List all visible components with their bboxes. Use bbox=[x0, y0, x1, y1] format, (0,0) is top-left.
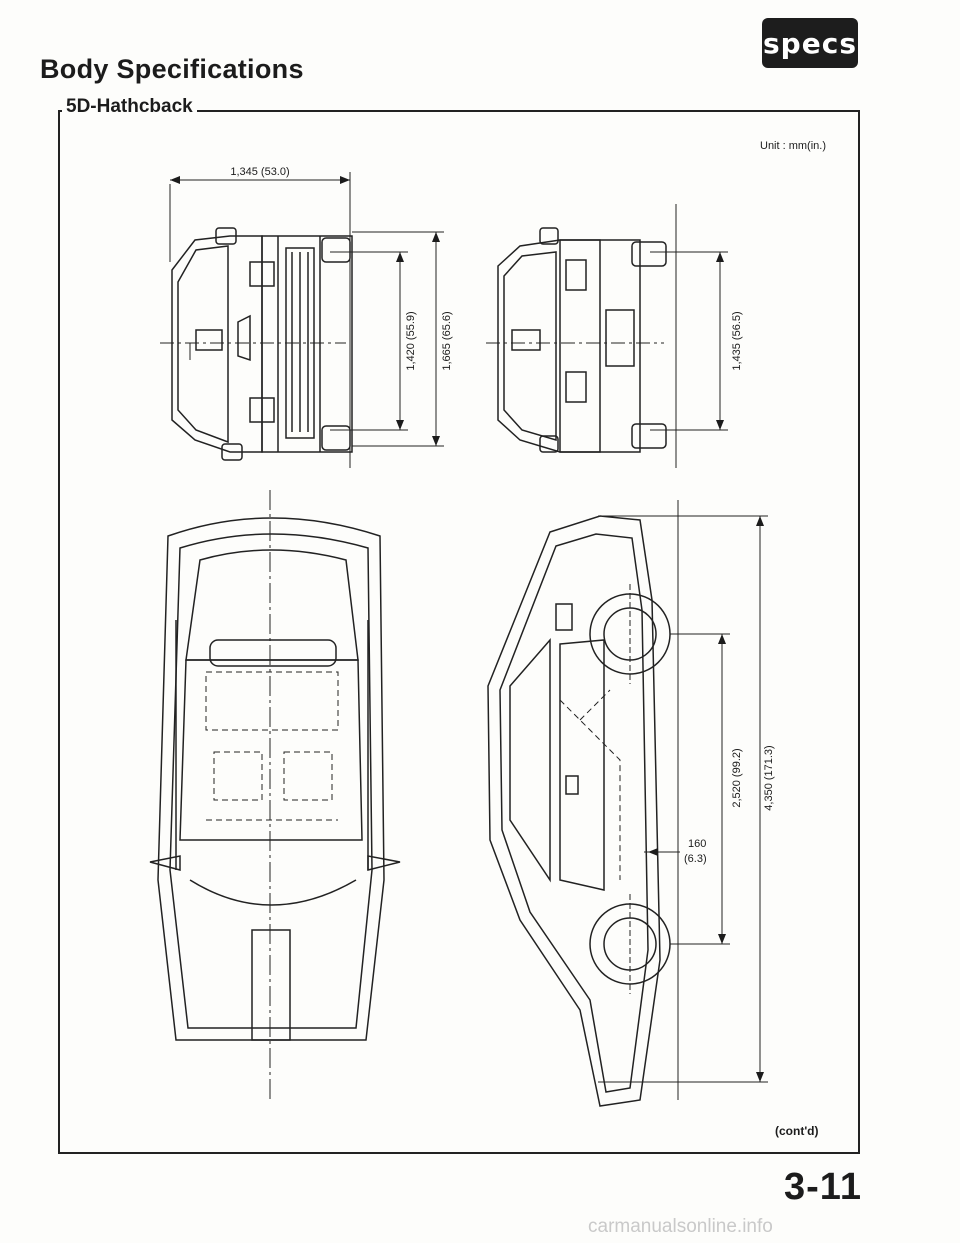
rear-view-drawing bbox=[486, 204, 728, 468]
overall-width-label: 1,665 (65.6) bbox=[441, 311, 453, 370]
wheelbase-label: 2,520 (99.2) bbox=[731, 748, 743, 807]
rear-track-label: 1,435 (56.5) bbox=[731, 311, 743, 370]
ground-clearance-mm-label: 160 bbox=[688, 838, 706, 850]
continued-note: (cont'd) bbox=[775, 1124, 819, 1138]
ground-clearance-in-label: (6.3) bbox=[684, 853, 707, 865]
page-title: Body Specifications bbox=[40, 54, 304, 84]
front-track-label: 1,345 (53.0) bbox=[230, 166, 289, 178]
watermark-text: carmanualsonline.info bbox=[588, 1216, 773, 1237]
diagram-frame bbox=[58, 110, 860, 1154]
section-title: 5D-Hathcback bbox=[62, 96, 197, 118]
top-view-drawing bbox=[149, 490, 401, 1100]
page-number: 3-11 bbox=[784, 1166, 862, 1208]
front-view-drawing bbox=[160, 172, 444, 468]
front-width-label: 1,420 (55.9) bbox=[405, 311, 417, 370]
side-view-drawing bbox=[487, 500, 768, 1107]
unit-note: Unit : mm(in.) bbox=[760, 140, 826, 152]
overall-length-label: 4,350 (171.3) bbox=[763, 745, 775, 810]
specs-badge: specs bbox=[762, 18, 858, 68]
